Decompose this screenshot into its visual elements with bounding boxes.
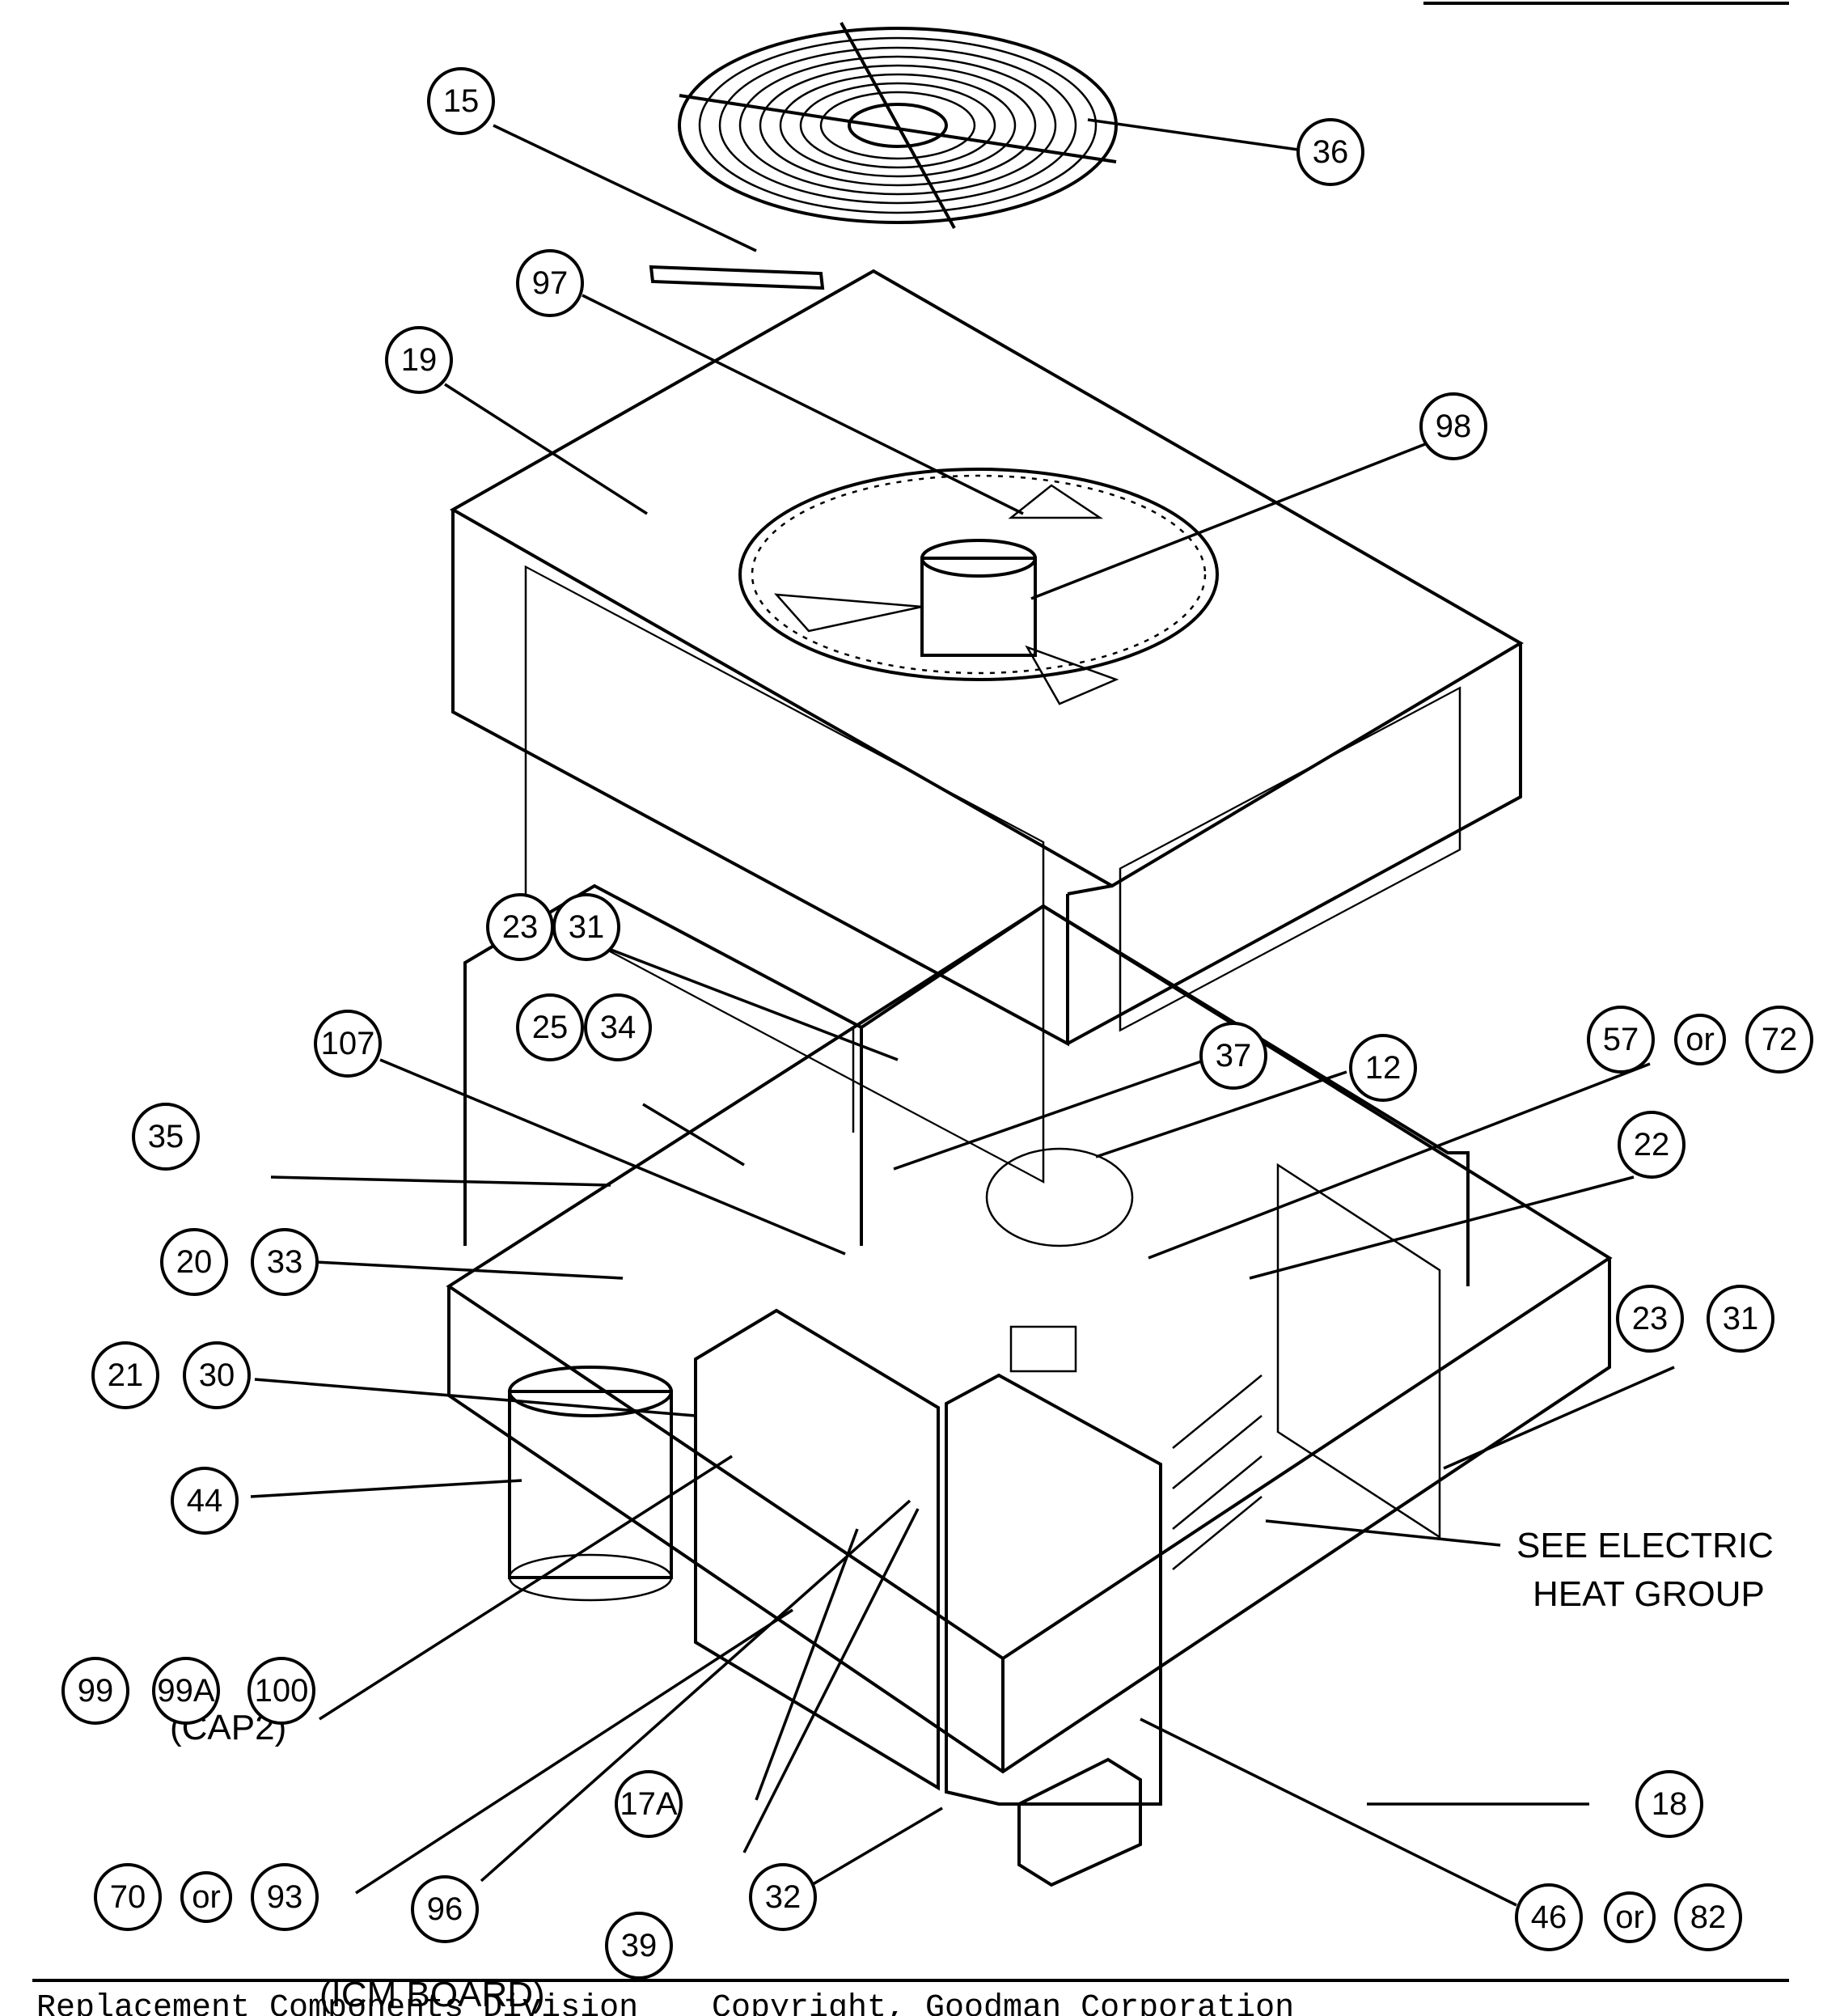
callout-46: 46 <box>1515 1883 1583 1951</box>
callout-20: 20 <box>160 1228 228 1296</box>
callout-36: 36 <box>1296 118 1364 186</box>
callout-99: 99 <box>61 1657 129 1725</box>
svg-text:44: 44 <box>187 1483 223 1518</box>
see-electric-heat-label-line2: HEAT GROUP <box>1533 1574 1765 1614</box>
svg-text:or: or <box>1686 1022 1715 1057</box>
callout-31-top: 31 <box>552 893 620 961</box>
callout-57: 57 <box>1587 1006 1655 1074</box>
callout-82: 82 <box>1674 1883 1742 1951</box>
see-electric-heat-label-line1: SEE ELECTRIC <box>1516 1526 1774 1565</box>
svg-text:97: 97 <box>532 265 569 301</box>
svg-text:57: 57 <box>1603 1022 1639 1057</box>
svg-text:15: 15 <box>443 83 480 119</box>
svg-text:36: 36 <box>1313 134 1349 170</box>
svg-text:22: 22 <box>1634 1127 1670 1163</box>
svg-text:99A: 99A <box>157 1673 214 1709</box>
callout-70: 70 <box>94 1863 162 1931</box>
svg-text:96: 96 <box>427 1891 463 1927</box>
callout-72: 72 <box>1745 1006 1813 1074</box>
callout-33: 33 <box>251 1228 319 1296</box>
svg-text:30: 30 <box>199 1357 235 1393</box>
svg-text:82: 82 <box>1690 1900 1727 1935</box>
baffle-strip <box>649 265 825 290</box>
svg-text:17A: 17A <box>620 1786 677 1822</box>
callout-17a: 17A <box>615 1770 683 1838</box>
svg-text:19: 19 <box>401 342 438 378</box>
svg-text:107: 107 <box>321 1026 375 1061</box>
callout-100: 100 <box>247 1657 315 1725</box>
callout-21: 21 <box>91 1341 159 1409</box>
footer-left-text: Replacement Components Division <box>36 1990 638 2016</box>
svg-text:or: or <box>192 1879 221 1915</box>
svg-text:or: or <box>1615 1900 1644 1935</box>
callout-39: 39 <box>605 1912 673 1980</box>
callout-23-top: 23 <box>486 893 554 961</box>
svg-text:18: 18 <box>1652 1786 1688 1822</box>
svg-text:72: 72 <box>1762 1022 1798 1057</box>
callout-96: 96 <box>411 1875 479 1943</box>
callout-or-46-82: or <box>1604 1891 1656 1943</box>
top-cover-assembly <box>449 269 1524 1184</box>
svg-text:99: 99 <box>78 1673 114 1709</box>
callout-19: 19 <box>385 326 453 394</box>
svg-text:70: 70 <box>110 1879 146 1915</box>
callout-22: 22 <box>1618 1111 1686 1179</box>
callout-15: 15 <box>427 67 495 135</box>
callout-98: 98 <box>1419 392 1487 460</box>
svg-text:32: 32 <box>765 1879 802 1915</box>
leader-lines <box>250 118 1675 1907</box>
callout-12: 12 <box>1349 1034 1417 1102</box>
svg-text:31: 31 <box>1723 1301 1759 1336</box>
callout-25: 25 <box>516 993 584 1061</box>
svg-text:20: 20 <box>176 1244 213 1280</box>
callout-or-70-93: or <box>180 1871 232 1923</box>
svg-text:33: 33 <box>267 1244 303 1280</box>
svg-text:37: 37 <box>1216 1038 1252 1074</box>
svg-text:23: 23 <box>1632 1301 1669 1336</box>
callout-35: 35 <box>132 1103 200 1171</box>
svg-text:31: 31 <box>569 909 605 945</box>
fan-guard-grille <box>678 22 1118 229</box>
svg-text:23: 23 <box>502 909 539 945</box>
callout-or-57-72: or <box>1674 1014 1726 1065</box>
svg-text:98: 98 <box>1436 409 1472 444</box>
base-cabinet <box>446 883 1613 1887</box>
callout-34: 34 <box>584 993 652 1061</box>
callout-107: 107 <box>314 1010 382 1078</box>
svg-text:34: 34 <box>600 1010 637 1045</box>
svg-text:35: 35 <box>148 1119 184 1154</box>
svg-text:100: 100 <box>255 1673 309 1709</box>
callout-32: 32 <box>749 1863 817 1931</box>
callout-99a: 99A <box>152 1657 220 1725</box>
callout-37: 37 <box>1199 1022 1267 1090</box>
callout-44: 44 <box>171 1467 239 1535</box>
svg-text:21: 21 <box>108 1357 144 1393</box>
svg-text:93: 93 <box>267 1879 303 1915</box>
svg-text:12: 12 <box>1365 1050 1402 1086</box>
callout-97: 97 <box>516 249 584 317</box>
footer-right-text: Copyright, Goodman Corporation <box>712 1990 1294 2016</box>
callout-18: 18 <box>1635 1770 1703 1838</box>
svg-text:25: 25 <box>532 1010 569 1045</box>
callout-30: 30 <box>183 1341 251 1409</box>
callout-23-right: 23 <box>1616 1285 1684 1353</box>
callout-93: 93 <box>251 1863 319 1931</box>
svg-text:39: 39 <box>621 1928 658 1963</box>
svg-text:46: 46 <box>1531 1900 1567 1935</box>
callout-31-right: 31 <box>1707 1285 1774 1353</box>
